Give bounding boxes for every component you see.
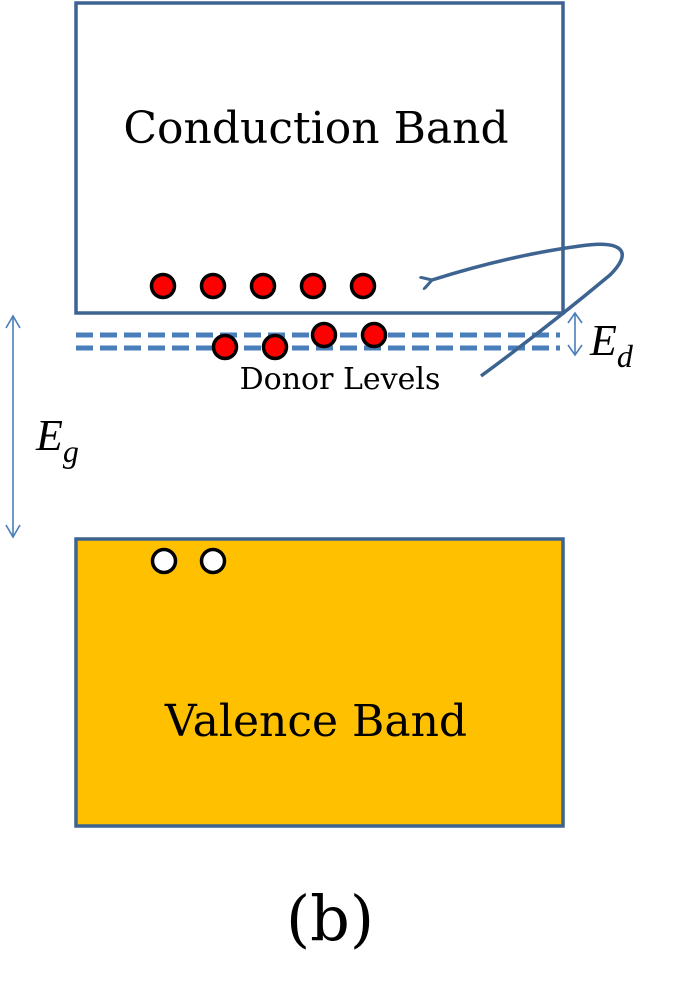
figure-caption: (b) xyxy=(286,882,374,955)
ed-subscript: d xyxy=(617,338,634,374)
valence-hole xyxy=(150,547,178,575)
ed-symbol: E xyxy=(589,316,617,365)
ed-arrow-head-down-icon xyxy=(567,344,583,357)
ed-label: Ed xyxy=(589,316,634,374)
eg-arrow-head-down-icon xyxy=(5,524,21,539)
valence-hole xyxy=(199,547,227,575)
energy-gap-indicator: Eg xyxy=(5,314,79,539)
donor-electron xyxy=(310,321,338,349)
conduction-electrons xyxy=(149,272,377,300)
conduction-band: Conduction Band xyxy=(74,1,565,315)
valence-holes xyxy=(150,547,227,575)
conduction-band-box xyxy=(74,1,565,315)
conduction-electron xyxy=(199,272,227,300)
donor-electron xyxy=(261,333,289,361)
eg-arrow-head-up-icon xyxy=(5,314,21,329)
conduction-electron xyxy=(149,272,177,300)
donor-electrons xyxy=(211,321,388,361)
eg-subscript: g xyxy=(63,433,79,469)
conduction-electron xyxy=(249,272,277,300)
donor-levels: Donor Levels xyxy=(76,321,560,397)
conduction-band-label: Conduction Band xyxy=(123,103,508,154)
excitation-arrow xyxy=(432,242,624,378)
donor-energy-indicator: Ed xyxy=(567,311,634,374)
valence-band: Valence Band xyxy=(74,537,565,828)
donor-levels-label: Donor Levels xyxy=(240,362,441,397)
eg-symbol: E xyxy=(35,411,63,460)
donor-electron xyxy=(360,321,388,349)
eg-label: Eg xyxy=(35,411,79,469)
valence-band-box xyxy=(74,537,565,828)
conduction-electron xyxy=(349,272,377,300)
donor-electron xyxy=(211,333,239,361)
valence-band-label: Valence Band xyxy=(164,696,467,747)
conduction-electron xyxy=(299,272,327,300)
ed-arrow-head-up-icon xyxy=(567,311,583,324)
